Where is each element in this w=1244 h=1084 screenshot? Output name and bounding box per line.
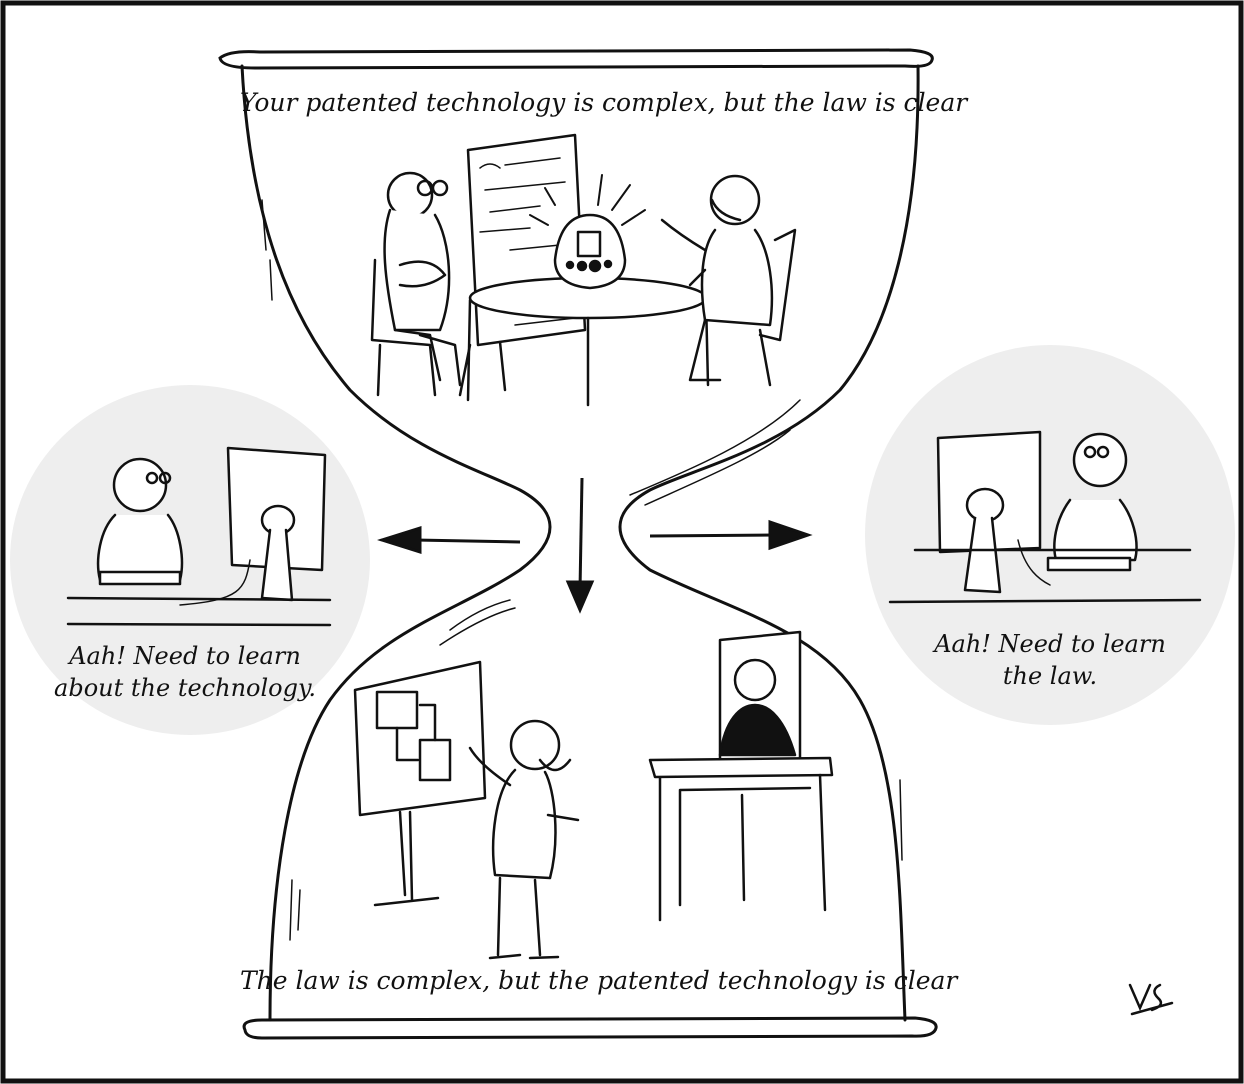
left-person-head (112, 457, 168, 513)
smiling-man-head (709, 174, 761, 226)
top-caption: Your patented technology is complex, but… (240, 88, 968, 117)
hourglass (218, 48, 938, 1040)
arrow-down-head (565, 580, 595, 614)
left-thought-line-1: Aah! Need to learn (69, 642, 301, 670)
arrow-left (414, 538, 521, 544)
arrow-left-head (377, 525, 422, 555)
arrow-down (578, 477, 584, 591)
bottom-caption: The law is complex, but the patented tec… (240, 966, 958, 995)
tech-learner-scene (66, 446, 332, 627)
left-thought-line-2: about the technology. (54, 674, 316, 702)
courtroom-scene (353, 630, 834, 960)
hourglass-glass (240, 64, 920, 1022)
arrow-right-head (768, 519, 813, 551)
arrow-right (649, 533, 776, 538)
artist-signature (1128, 983, 1174, 1016)
hourglass-bottom-cap (242, 1016, 938, 1040)
left-thought-caption: Aah! Need to learn about the technology. (40, 640, 330, 704)
hourglass-top-cap (218, 48, 934, 70)
right-thought-line-2: the law. (1002, 662, 1098, 690)
right-thought-caption: Aah! Need to learn the law. (900, 628, 1200, 692)
right-person-head (1072, 432, 1128, 488)
law-learner-scene (888, 430, 1202, 604)
presenter-head (509, 719, 561, 771)
meeting-scene (370, 133, 797, 407)
right-thought-line-1: Aah! Need to learn (934, 630, 1166, 658)
arrows (377, 477, 813, 614)
judge-head (733, 658, 777, 702)
flowchart-board (353, 660, 487, 817)
